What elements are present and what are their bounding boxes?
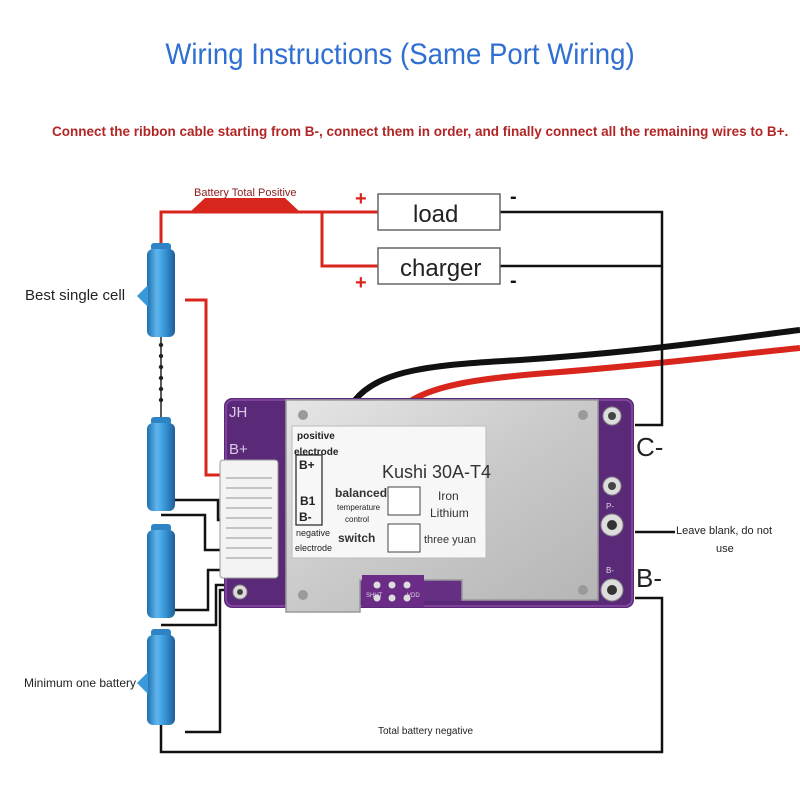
cell-bracket	[295, 454, 323, 526]
positive-electrode-label-2: electrode	[294, 447, 339, 458]
minimum-one-battery-label: Minimum one battery	[24, 676, 137, 690]
model-label: Kushi 30A-T4	[382, 462, 492, 482]
charger-label: charger	[400, 255, 482, 282]
charger-minus-sign: -	[510, 270, 517, 292]
bracket-b1-mark: B1	[300, 494, 316, 508]
negative-electrode-label: negative	[296, 528, 331, 538]
switch-label: switch	[338, 531, 376, 545]
charger-box	[377, 247, 501, 285]
best-single-cell-label: Best single cell	[25, 287, 126, 304]
output-black-cable	[352, 327, 800, 402]
board-bplus-label: B+	[229, 441, 248, 458]
positive-wiring	[159, 210, 378, 477]
battery-cell-3	[147, 524, 175, 618]
heatsink-screws	[298, 410, 588, 600]
lithium-label: Lithium	[430, 506, 469, 520]
load-minus-sign: -	[510, 186, 517, 208]
negative-electrode-label-2: electrode	[295, 543, 333, 553]
page-subtitle: Connect the ribbon cable starting from B…	[52, 124, 789, 139]
switch-header	[362, 575, 424, 607]
page-title: Wiring Instructions (Same Port Wiring)	[165, 38, 635, 71]
control-label: control	[345, 515, 370, 524]
connector-slots	[226, 477, 272, 559]
charger-plus-sign: +	[355, 272, 367, 294]
three-yuan-label: three yuan	[424, 534, 476, 546]
iron-lithium-box	[387, 486, 421, 516]
battery-cell-bottom	[147, 629, 175, 725]
positive-electrode-label: positive	[297, 431, 335, 442]
battery-total-positive-label: Battery Total Positive	[194, 187, 297, 199]
board-jh-label: JH	[229, 404, 248, 421]
leave-blank-label: Leave blank, do not	[676, 525, 773, 537]
load-box	[377, 193, 501, 231]
bracket-bminus-mark: B-	[299, 510, 312, 524]
iron-label: Iron	[438, 489, 459, 503]
min-battery-pointer	[137, 672, 148, 694]
battery-cell-top	[147, 243, 175, 337]
three-yuan-box	[387, 523, 421, 553]
load-plus-sign: +	[355, 188, 367, 210]
vdd-label: VDD	[407, 593, 420, 599]
output-red-cable	[403, 345, 800, 408]
leave-blank-label-2: use	[716, 543, 734, 555]
c-minus-label: C-	[636, 432, 664, 462]
total-battery-negative-label: Total battery negative	[378, 726, 474, 737]
best-cell-pointer	[137, 285, 148, 307]
load-label: load	[413, 201, 459, 228]
balanced-label: balanced	[335, 486, 388, 500]
negative-wiring	[159, 210, 675, 754]
p-minus-pad-label: P-	[606, 502, 614, 511]
b-minus-pad-label: B-	[606, 566, 614, 575]
battery-cell-2	[147, 417, 175, 511]
battery-positive-label-tab	[190, 198, 300, 212]
temperature-label: temperature	[337, 503, 381, 512]
shut-label: SHUT	[366, 593, 383, 599]
bracket-bplus-mark: B+	[299, 458, 315, 472]
b-minus-label: B-	[636, 563, 662, 593]
